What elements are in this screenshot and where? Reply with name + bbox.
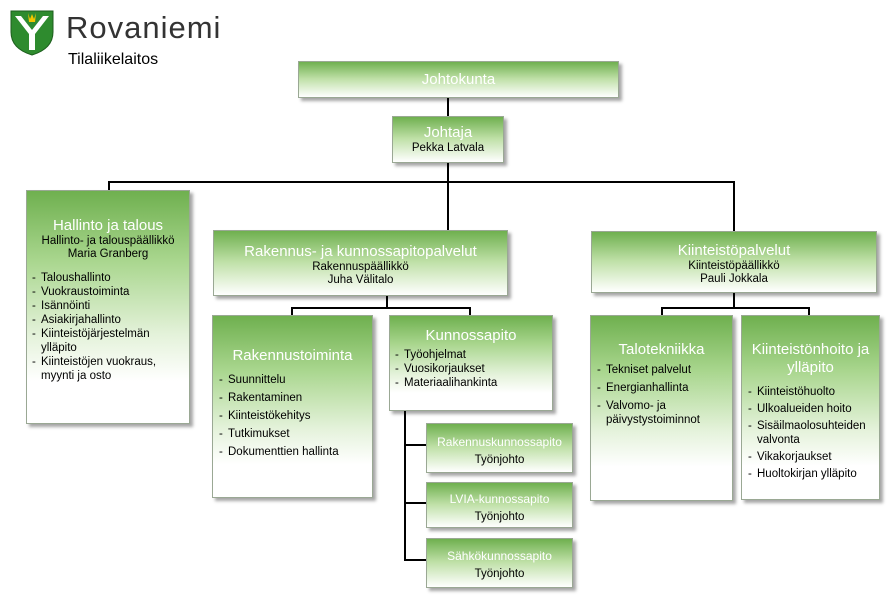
list-item: Vikakorjaukset (748, 450, 875, 464)
list-item: Tekniset palvelut (597, 363, 728, 377)
connector-to-property-care (808, 307, 810, 315)
director-box: Johtaja Pekka Latvala (392, 116, 504, 163)
list-item: Kiinteistöjen vuokraus, myynti ja osto (32, 355, 185, 383)
property-services-role: Kiinteistöpäällikkö (688, 260, 780, 272)
maintenance-unit-sub: Työnjohto (474, 568, 525, 580)
list-item: Ulkoalueiden hoito (748, 402, 875, 416)
maintenance-unit-box: LVIA-kunnossapito Työnjohto (426, 482, 573, 528)
connector-cs-bar (291, 307, 471, 309)
list-item: Sisäilmaolosuhteiden valvonta (748, 419, 875, 447)
admin-title: Hallinto ja talous (52, 217, 164, 234)
connector-to-property-services (733, 181, 735, 231)
maintenance-unit-sub: Työnjohto (474, 454, 525, 466)
connector-board-director (447, 96, 449, 116)
list-item: Suunnittelu (219, 371, 368, 389)
maintenance-list: Työohjelmat Vuosikorjaukset Materiaaliha… (395, 348, 548, 390)
list-item: Valvomo- ja päivystystoiminnot (597, 399, 728, 427)
connector-to-building-tech (661, 307, 663, 315)
board-box: Johtokunta (298, 61, 619, 98)
property-care-list: Kiinteistöhuolto Ulkoalueiden hoito Sisä… (748, 385, 875, 481)
list-item: Energianhallinta (597, 381, 728, 395)
list-item: Tutkimukset (219, 425, 368, 443)
connector-to-unit-1 (404, 444, 426, 446)
list-item: Kiinteistökehitys (219, 407, 368, 425)
list-item: Dokumenttien hallinta (219, 443, 368, 461)
connector-to-admin (108, 181, 110, 190)
connector-ps-trunk (733, 293, 735, 308)
brand-name: Rovaniemi (66, 10, 222, 45)
director-name: Pekka Latvala (411, 142, 485, 154)
construction-services-box: Rakennus- ja kunnossapitopalvelut Rakenn… (213, 230, 508, 296)
admin-role: Hallinto- ja talouspäällikkö (41, 235, 175, 247)
connector-maintenance-vertical (404, 411, 406, 560)
building-tech-list: Tekniset palvelut Energianhallinta Valvo… (597, 363, 728, 427)
connector-to-unit-2 (404, 502, 426, 504)
building-tech-title: Talotekniikka (618, 341, 705, 358)
list-item: Kiinteistöhuolto (748, 385, 875, 399)
maintenance-box: Kunnossapito Työohjelmat Vuosikorjaukset… (389, 315, 553, 411)
list-item: Rakentaminen (219, 389, 368, 407)
list-item: Huoltokirjan ylläpito (748, 467, 875, 481)
admin-name: Maria Granberg (67, 248, 149, 260)
property-services-box: Kiinteistöpalvelut Kiinteistöpäällikkö P… (591, 231, 877, 293)
connector-ps-bar (661, 307, 810, 309)
construction-services-name: Juha Välitalo (327, 274, 394, 286)
maintenance-unit-box: Rakennuskunnossapito Työnjohto (426, 423, 573, 473)
admin-box: Hallinto ja talous Hallinto- ja talouspä… (26, 190, 190, 424)
maintenance-unit-title: Rakennuskunnossapito (437, 435, 562, 449)
maintenance-unit-box: Sähkökunnossapito Työnjohto (426, 538, 573, 588)
maintenance-unit-title: Sähkökunnossapito (447, 549, 552, 563)
construction-title: Rakennustoiminta (232, 347, 353, 364)
connector-cs-trunk (386, 296, 388, 308)
maintenance-unit-title: LVIA-kunnossapito (449, 492, 550, 506)
list-item: Vuokraustoiminta (32, 285, 185, 299)
list-item: Materiaalihankinta (395, 376, 548, 390)
list-item: Asiakirjahallinto (32, 313, 185, 327)
connector-to-construction (291, 307, 293, 315)
list-item: Työohjelmat (395, 348, 548, 362)
property-services-name: Pauli Jokkala (700, 273, 768, 285)
admin-list: Taloushallinto Vuokraustoiminta Isännöin… (32, 271, 185, 383)
property-care-title: Kiinteistönhoito ja ylläpito (751, 341, 870, 376)
connector-level2-bar (108, 181, 735, 183)
property-services-title: Kiinteistöpalvelut (677, 242, 791, 259)
list-item: Vuosikorjaukset (395, 362, 548, 376)
brand-subtitle: Tilaliikelaitos (68, 51, 159, 68)
construction-box: Rakennustoiminta Suunnittelu Rakentamine… (212, 315, 373, 498)
director-title: Johtaja (423, 124, 473, 141)
maintenance-unit-sub: Työnjohto (474, 511, 525, 523)
construction-services-title: Rakennus- ja kunnossapitopalvelut (244, 243, 477, 260)
connector-to-construction-services (447, 181, 449, 230)
board-title: Johtokunta (421, 71, 496, 88)
connector-director-trunk (447, 162, 449, 182)
list-item: Kiinteistöjärjestelmän ylläpito (32, 327, 185, 355)
property-care-box: Kiinteistönhoito ja ylläpito Kiinteistöh… (741, 315, 880, 500)
maintenance-title: Kunnossapito (425, 327, 517, 344)
connector-to-unit-3 (404, 559, 426, 561)
connector-to-maintenance (469, 307, 471, 315)
building-tech-box: Talotekniikka Tekniset palvelut Energian… (590, 315, 733, 501)
coat-of-arms-logo (8, 8, 56, 56)
list-item: Isännöinti (32, 299, 185, 313)
list-item: Taloushallinto (32, 271, 185, 285)
construction-services-role: Rakennuspäällikkö (312, 261, 409, 273)
construction-list: Suunnittelu Rakentaminen Kiinteistökehit… (219, 371, 368, 461)
